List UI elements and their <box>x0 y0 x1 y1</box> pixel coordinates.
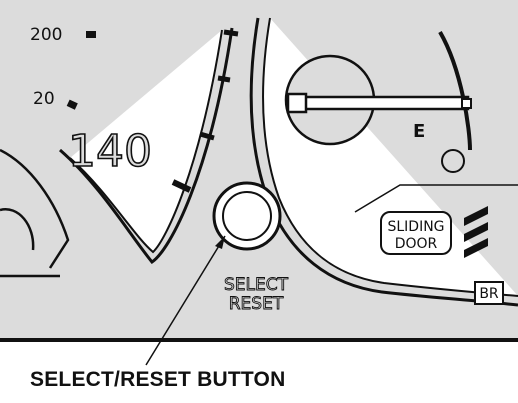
speed-label-140: 140 <box>68 126 152 177</box>
fuel-needle <box>286 92 472 114</box>
indicator-divider <box>354 184 518 213</box>
button-label-select: SELECT <box>224 275 289 295</box>
callout-leader-line <box>145 235 226 366</box>
speed-mark-200 <box>86 31 96 38</box>
sliding-door-label-1: SLIDING <box>387 219 444 235</box>
sliding-door-label-2: DOOR <box>395 236 438 252</box>
speedometer-bezel-inner <box>69 29 223 254</box>
brake-indicator <box>474 281 504 305</box>
callout-arrowhead <box>215 236 225 249</box>
brake-label: BR <box>479 286 499 302</box>
callout-caption: SELECT/RESET BUTTON <box>30 368 286 391</box>
indicator-stripes <box>464 206 488 258</box>
select-reset-button[interactable] <box>212 181 282 251</box>
sliding-door-indicator <box>380 211 452 255</box>
speed-label-20: 20 <box>33 89 55 109</box>
speed-mark-20 <box>66 99 78 110</box>
indicator-lamp-icon <box>441 149 465 173</box>
button-label-reset: RESET <box>229 294 284 314</box>
fuel-gauge-bezel-outer <box>249 17 518 307</box>
speed-label-200: 200 <box>30 25 62 45</box>
left-edge-lines <box>0 148 70 278</box>
fuel-empty-mark: E <box>413 121 425 142</box>
speed-ticks <box>171 29 239 193</box>
panel-bottom-line <box>0 338 518 342</box>
